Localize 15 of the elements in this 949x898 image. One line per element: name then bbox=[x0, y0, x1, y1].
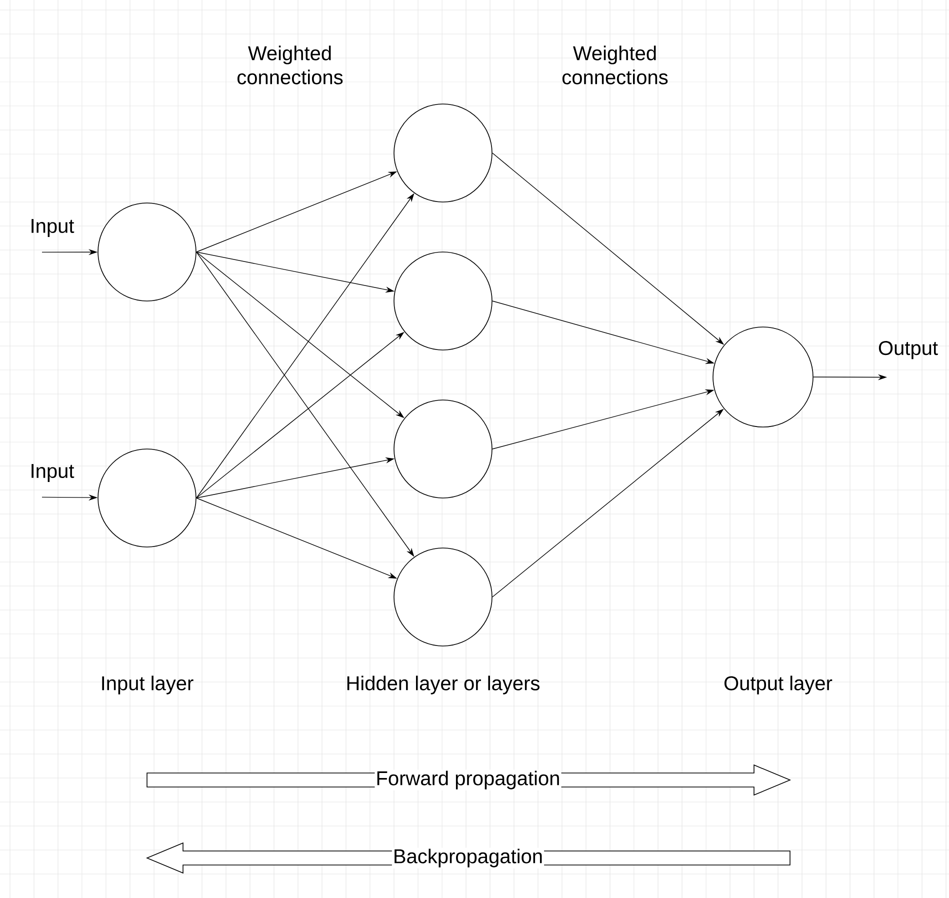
neuron-circle bbox=[394, 252, 492, 350]
neuron-circle bbox=[394, 400, 492, 498]
text-label: Input bbox=[32, 219, 74, 237]
text-label: Weighted connections bbox=[237, 46, 343, 84]
text-label: Hidden layer or layers bbox=[347, 676, 540, 694]
text-label: Weighted connections bbox=[562, 46, 668, 84]
text-label: Output layer bbox=[724, 676, 832, 694]
text-label: Output bbox=[878, 340, 938, 360]
neuron-circle bbox=[712, 326, 814, 428]
neuron-circle bbox=[98, 448, 196, 548]
neuron-circle bbox=[98, 202, 196, 302]
neuron-circle bbox=[394, 104, 492, 202]
text-label: Input bbox=[32, 464, 74, 482]
text-label: Input layer bbox=[102, 676, 194, 694]
neuron-circle bbox=[394, 548, 492, 646]
